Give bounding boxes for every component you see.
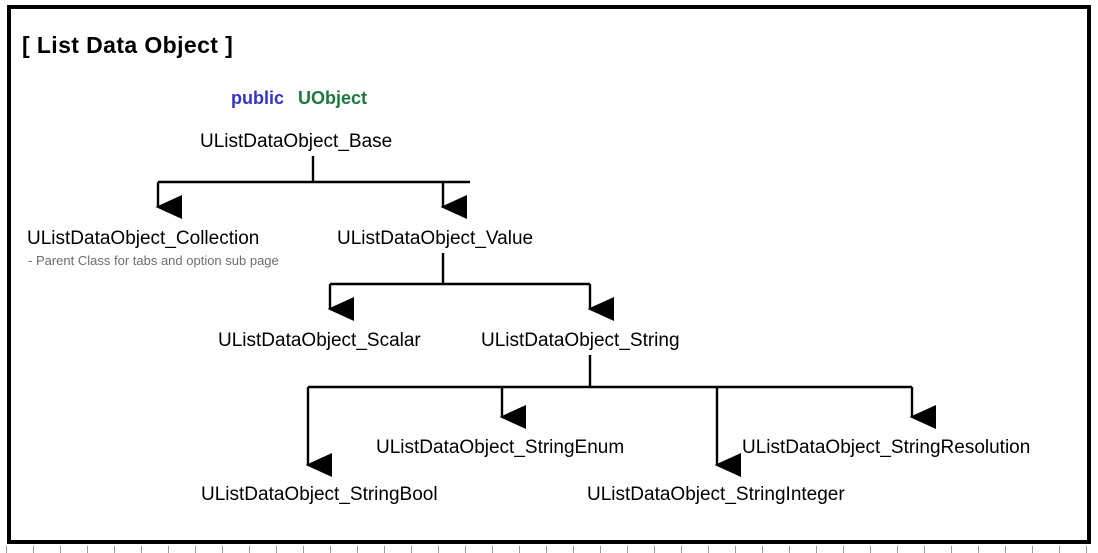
ruler-tick: [1086, 546, 1087, 553]
ruler-tick: [114, 546, 115, 553]
ruler-tick: [438, 546, 439, 553]
ruler-tick: [951, 546, 952, 553]
ruler-tick: [1059, 546, 1060, 553]
node-ulistdataobject-stringbool[interactable]: UListDataObject_StringBool: [201, 484, 438, 505]
node-ulistdataobject-scalar[interactable]: UListDataObject_Scalar: [218, 330, 421, 351]
ruler-tick: [1005, 546, 1006, 553]
ruler-tick: [870, 546, 871, 553]
node-ulistdataobject-string[interactable]: UListDataObject_String: [481, 330, 680, 351]
ruler-tick: [735, 546, 736, 553]
ruler-tick: [168, 546, 169, 553]
node-ulistdataobject-value[interactable]: UListDataObject_Value: [337, 228, 534, 249]
bottom-ruler-strip: [0, 546, 1098, 553]
ruler-tick: [924, 546, 925, 553]
ruler-tick: [573, 546, 574, 553]
stereotype-visibility: public: [231, 88, 284, 108]
stereotype-line: public UObject: [231, 88, 367, 109]
ruler-tick: [600, 546, 601, 553]
ruler-tick: [384, 546, 385, 553]
ruler-tick: [141, 546, 142, 553]
ruler-tick: [789, 546, 790, 553]
ruler-tick: [978, 546, 979, 553]
ruler-tick: [330, 546, 331, 553]
ruler-tick: [276, 546, 277, 553]
ruler-tick: [897, 546, 898, 553]
ruler-tick: [411, 546, 412, 553]
ruler-tick: [654, 546, 655, 553]
ruler-tick: [708, 546, 709, 553]
node-ulistdataobject-base[interactable]: UListDataObject_Base: [200, 131, 393, 152]
ruler-tick: [465, 546, 466, 553]
ruler-tick: [303, 546, 304, 553]
ruler-tick: [816, 546, 817, 553]
ruler-tick: [357, 546, 358, 553]
ruler-tick: [546, 546, 547, 553]
node-ulistdataobject-stringenum[interactable]: UListDataObject_StringEnum: [376, 437, 625, 458]
ruler-tick: [519, 546, 520, 553]
ruler-tick: [87, 546, 88, 553]
ruler-tick: [627, 546, 628, 553]
ruler-tick: [33, 546, 34, 553]
page-title: [ List Data Object ]: [22, 32, 234, 58]
diagram-frame: [7, 5, 1091, 544]
ruler-tick: [6, 546, 7, 553]
ruler-tick: [762, 546, 763, 553]
ruler-tick: [681, 546, 682, 553]
ruler-tick: [222, 546, 223, 553]
ruler-tick: [1032, 546, 1033, 553]
ruler-tick: [249, 546, 250, 553]
ruler-tick: [60, 546, 61, 553]
node-ulistdataobject-stringresolution[interactable]: UListDataObject_StringResolution: [742, 437, 1031, 458]
ruler-tick: [492, 546, 493, 553]
stereotype-base-type: UObject: [298, 88, 368, 108]
note-collection-parent-class: - Parent Class for tabs and option sub p…: [28, 253, 279, 268]
ruler-tick: [843, 546, 844, 553]
node-ulistdataobject-stringinteger[interactable]: UListDataObject_StringInteger: [587, 484, 845, 505]
node-ulistdataobject-collection[interactable]: UListDataObject_Collection: [27, 228, 260, 249]
ruler-tick: [195, 546, 196, 553]
